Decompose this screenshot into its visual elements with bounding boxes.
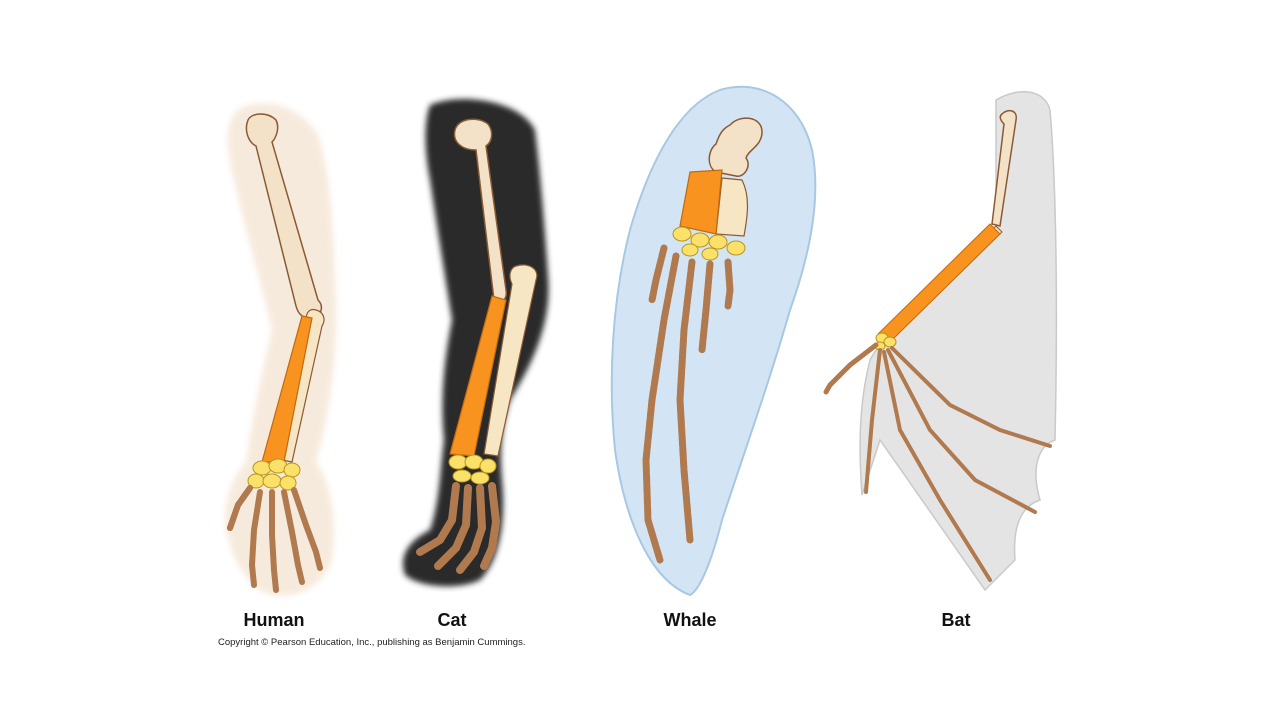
human-arm	[225, 103, 337, 596]
copyright-notice: Copyright © Pearson Education, Inc., pub…	[218, 637, 526, 648]
cat-humerus	[453, 118, 508, 304]
whale-digits	[642, 244, 734, 564]
whale-humerus	[708, 117, 763, 177]
bat-humerus	[991, 109, 1017, 227]
bat-finger-bones	[864, 346, 1052, 582]
human-label: Human	[243, 610, 305, 630]
cat-label: Cat	[437, 610, 467, 630]
human-arm-skin	[225, 103, 337, 596]
cat-fur	[402, 98, 549, 587]
bat-wing	[823, 91, 1058, 592]
human-humerus	[245, 113, 323, 320]
whale-radius	[679, 169, 723, 235]
cat-carpals	[448, 454, 497, 485]
human-phalanges	[227, 485, 323, 593]
cat-leg	[402, 98, 549, 587]
bat-label: Bat	[941, 610, 971, 630]
whale-ulna	[715, 177, 749, 237]
whale-carpals	[672, 226, 746, 261]
cat-ulna	[483, 264, 538, 457]
bat-thumb	[823, 342, 879, 395]
bat-carpals	[874, 332, 897, 351]
human-ulna	[281, 308, 325, 463]
human-carpals	[247, 458, 301, 491]
whale-flipper-skin	[610, 85, 817, 597]
whale-label: Whale	[663, 610, 717, 630]
whale-flipper	[610, 85, 817, 597]
cat-paw-bones	[416, 482, 501, 574]
